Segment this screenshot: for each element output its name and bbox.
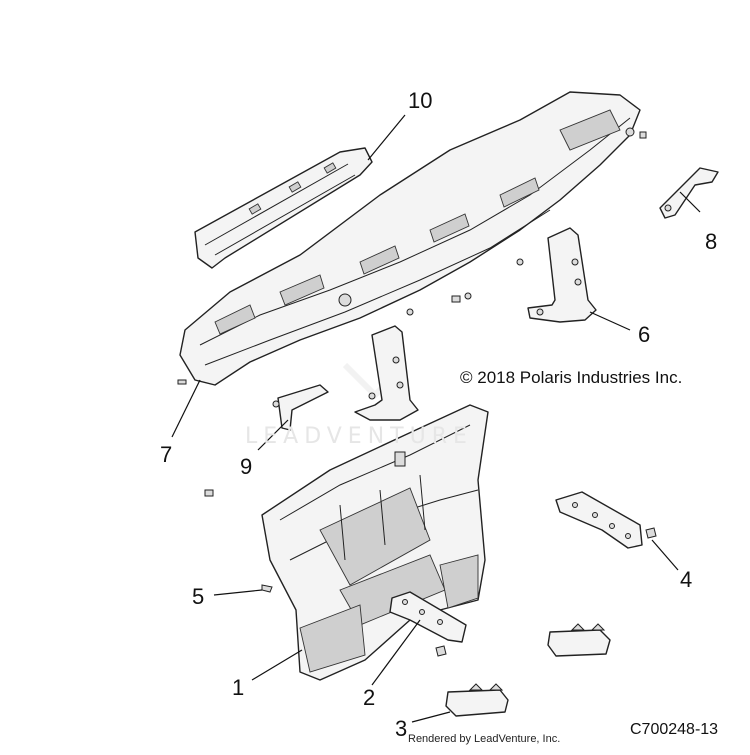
part-8-bracket: [659, 167, 719, 219]
leader-5: [213, 589, 263, 596]
callout-10: 10: [408, 88, 432, 113]
leader-lines: [171, 114, 701, 723]
callout-6: 6: [638, 322, 650, 347]
part-7-rear-body: [177, 91, 641, 386]
leader-9: [257, 419, 289, 451]
callout-3: 3: [395, 716, 407, 741]
center-bracket: [354, 325, 419, 421]
part-6-bracket: [527, 227, 597, 323]
part-10-trim: [194, 147, 373, 269]
callout-7: 7: [160, 442, 172, 467]
part-5-screw: [261, 584, 273, 593]
part-3-step-2: [547, 623, 611, 657]
callout-2: 2: [363, 685, 375, 710]
callout-9: 9: [240, 454, 252, 479]
leader-1: [251, 649, 303, 681]
leader-6: [589, 311, 631, 331]
part-9-bracket: [272, 384, 329, 431]
copyright-notice: © 2018 Polaris Industries Inc.: [460, 368, 683, 387]
callout-5: 5: [192, 584, 204, 609]
part-4-bracket: [555, 491, 657, 549]
callout-1: 1: [232, 675, 244, 700]
part-3-step: [445, 683, 509, 717]
callout-8: 8: [705, 229, 717, 254]
diagram-code: C700248-13: [630, 721, 719, 738]
leader-7: [171, 379, 201, 438]
loose-fasteners: [204, 131, 647, 497]
leader-8: [679, 191, 701, 213]
leader-2: [371, 619, 421, 686]
watermark-text: LEADVENTURE: [245, 424, 473, 449]
leader-3: [411, 711, 451, 723]
leader-4: [651, 539, 679, 571]
leader-10: [367, 114, 406, 161]
callout-4: 4: [680, 567, 692, 592]
callouts: 10 8 6 7 9 4 5 1 2 3: [160, 88, 717, 741]
part-2-bracket: [389, 591, 467, 657]
rendered-by-credit: Rendered by LeadVenture, Inc.: [408, 733, 561, 745]
